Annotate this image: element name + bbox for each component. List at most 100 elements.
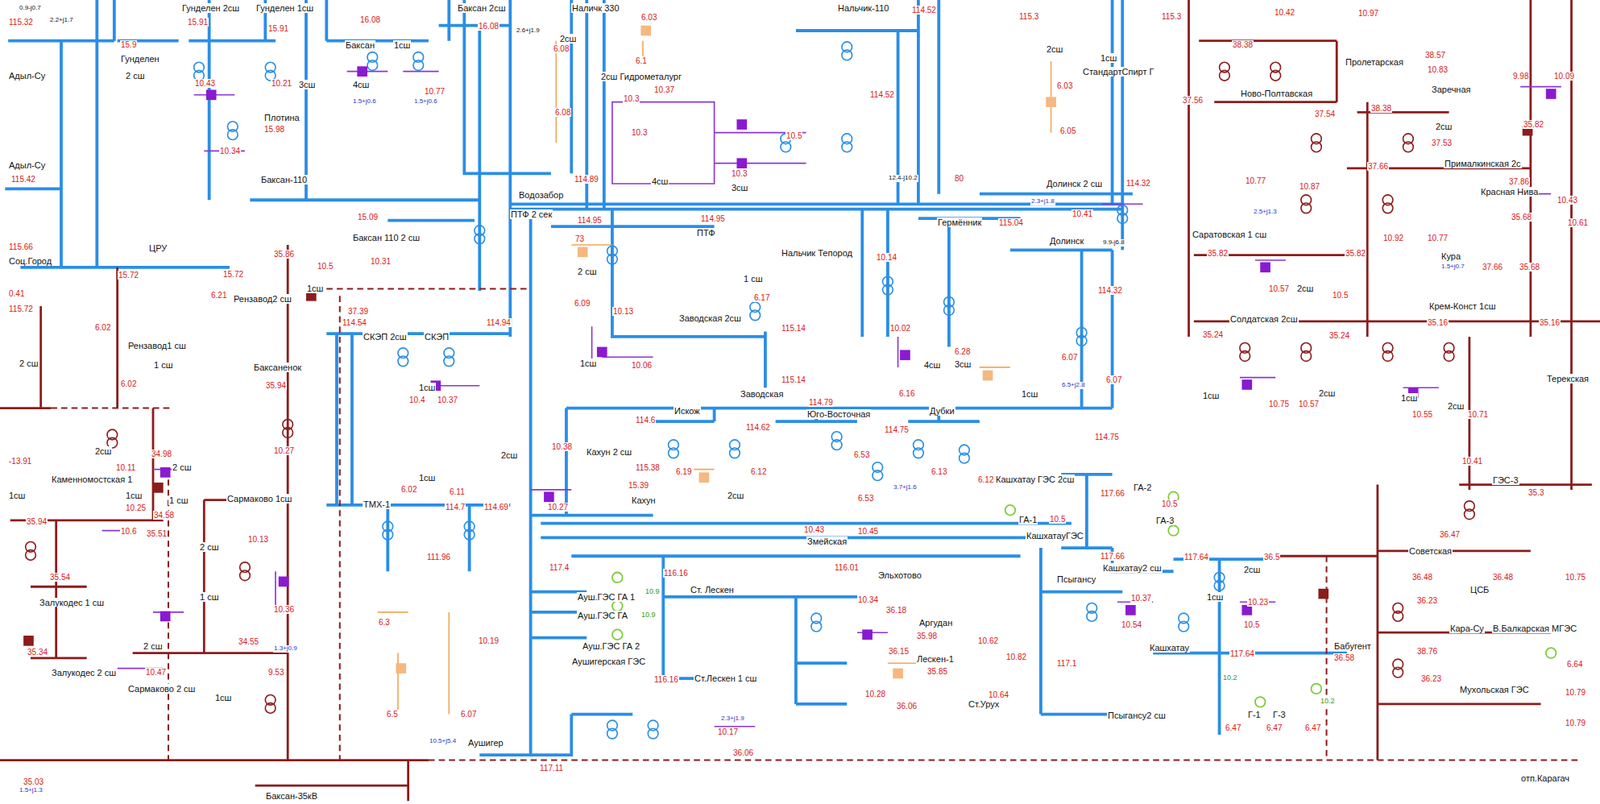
- voltage-value: 35.94: [265, 381, 287, 390]
- station-name: 1сш: [418, 472, 436, 483]
- load-square: [23, 635, 34, 647]
- transformer-symbol: [443, 348, 455, 367]
- station-name: Баксан 110 2 сш: [352, 232, 421, 243]
- station-name: Кара-Су: [1449, 623, 1485, 634]
- station-name: ЦРУ: [148, 243, 168, 253]
- transformer-symbol: [1443, 343, 1455, 362]
- voltage-value: 36.23: [1416, 596, 1439, 606]
- power-flow: 2.6+j1.9: [515, 27, 541, 35]
- station-name: 1сш: [214, 692, 233, 703]
- station-name: Рензавод1 сш: [127, 340, 187, 351]
- voltage-value: 10.5: [1331, 290, 1349, 300]
- voltage-value: 35.68: [1518, 262, 1541, 272]
- load-square: [862, 629, 873, 640]
- voltage-value: 10.19: [477, 636, 500, 646]
- voltage-value: 117.1: [1056, 659, 1078, 668]
- voltage-value: 6.17: [753, 293, 771, 303]
- voltage-value: 10.83: [1426, 65, 1449, 75]
- transformer-symbol: [107, 429, 118, 448]
- station-name: 1 сш: [168, 495, 190, 506]
- station-name: Бабугент: [1333, 641, 1373, 651]
- station-name: Аушигер: [467, 737, 505, 748]
- load-square: [699, 472, 710, 483]
- transformer-symbol: [1178, 613, 1190, 632]
- station-name: Сармаково 1сш: [226, 493, 293, 504]
- voltage-value: 10.37: [653, 85, 676, 95]
- voltage-value: 36.23: [1420, 674, 1443, 684]
- transformer-symbol: [647, 720, 659, 739]
- station-name: Прималкинская 2с: [1443, 158, 1522, 169]
- transformer-symbol: [1214, 572, 1225, 592]
- voltage-value: 115.72: [8, 304, 34, 314]
- transformer-symbol: [1270, 62, 1281, 81]
- voltage-value: 114.89: [573, 174, 600, 184]
- station-name: 1 сш: [153, 360, 175, 370]
- station-name: отп.Карагач: [1520, 773, 1571, 784]
- voltage-value: 10.14: [875, 252, 898, 262]
- line-35kv-reserve: [50, 288, 1582, 760]
- station-name: 2 сш: [171, 462, 193, 473]
- station-name: СтандартСпирт Г: [1081, 66, 1155, 77]
- load-square: [640, 25, 651, 37]
- voltage-value: 10.55: [1411, 410, 1434, 419]
- voltage-value: 114.32: [1097, 286, 1124, 295]
- station-name: 1сш: [1202, 390, 1220, 401]
- transformer-symbol: [1403, 133, 1414, 153]
- station-name: Баксан-35кВ: [265, 791, 319, 801]
- voltage-value: 10.31: [369, 256, 392, 266]
- station-name: Ст.Урух: [967, 699, 1000, 709]
- station-name: 2сш: [94, 446, 112, 456]
- voltage-value: 10.41: [1071, 209, 1094, 219]
- station-name: Ауш.ГЭС ГА: [576, 610, 629, 621]
- load-square: [395, 663, 407, 674]
- load-square: [153, 482, 164, 494]
- station-name: Залукодес 1 сш: [38, 597, 105, 608]
- voltage-value: 10.77: [1426, 233, 1449, 243]
- station-name: Ауш.ГЭС ГА 2: [581, 641, 641, 651]
- voltage-value: 34.98: [150, 449, 173, 459]
- load-value: 6.5+j2.8: [1061, 381, 1087, 390]
- transformer-symbol: [1301, 194, 1312, 214]
- voltage-value: 10.13: [612, 306, 635, 316]
- station-name: Долинск 2 сш: [1045, 178, 1103, 189]
- voltage-value: 114.54: [341, 318, 368, 328]
- station-name: Лескен-1: [916, 654, 955, 664]
- voltage-value: 117.64: [1229, 649, 1256, 659]
- voltage-value: 117.64: [1183, 552, 1210, 562]
- voltage-value: 10.54: [1120, 620, 1143, 630]
- station-name: Гунделен 1сш: [255, 3, 315, 13]
- station-name: Гунделен 2сш: [181, 3, 241, 13]
- station-name: Баксаненок: [252, 362, 303, 373]
- station-name: Красная Нива: [1479, 186, 1539, 197]
- station-name: 2сш: [1296, 283, 1314, 294]
- voltage-value: 6.13: [930, 467, 948, 477]
- voltage-value: 10.75: [1564, 572, 1587, 582]
- voltage-value: 10.79: [1564, 688, 1587, 697]
- station-name: 2сш: [1446, 401, 1465, 411]
- voltage-value: 6.19: [675, 467, 693, 477]
- voltage-value: 115.14: [780, 323, 807, 333]
- station-name: Гермённик: [936, 217, 983, 228]
- station-name: 3сш: [298, 79, 316, 90]
- load-value: 1.5+j0.6: [413, 98, 439, 106]
- voltage-value: 115.32: [8, 17, 34, 27]
- load-value: 3.7+j1.6: [892, 484, 918, 492]
- voltage-value: 34.58: [153, 510, 175, 520]
- station-name: 1сш: [306, 283, 324, 294]
- station-name: Баксан-110: [260, 174, 308, 185]
- generator-symbol: [1311, 683, 1323, 695]
- station-name: Адыл-Су: [8, 70, 46, 81]
- line-110kv: [4, 0, 1348, 755]
- station-name: Аушигерская ГЭС: [571, 656, 647, 667]
- voltage-value: 114.62: [745, 422, 771, 432]
- transformer-group: [25, 41, 1476, 739]
- station-name: Солдатская 2сш: [1229, 314, 1299, 324]
- station-name: 1сш: [8, 490, 26, 501]
- generator-symbol: [1168, 525, 1179, 536]
- voltage-value: 10.71: [1467, 410, 1489, 419]
- station-name: ГА-2: [1132, 482, 1153, 493]
- voltage-value: 114.7: [444, 502, 466, 512]
- load-square: [160, 611, 171, 622]
- load-square: [596, 347, 608, 358]
